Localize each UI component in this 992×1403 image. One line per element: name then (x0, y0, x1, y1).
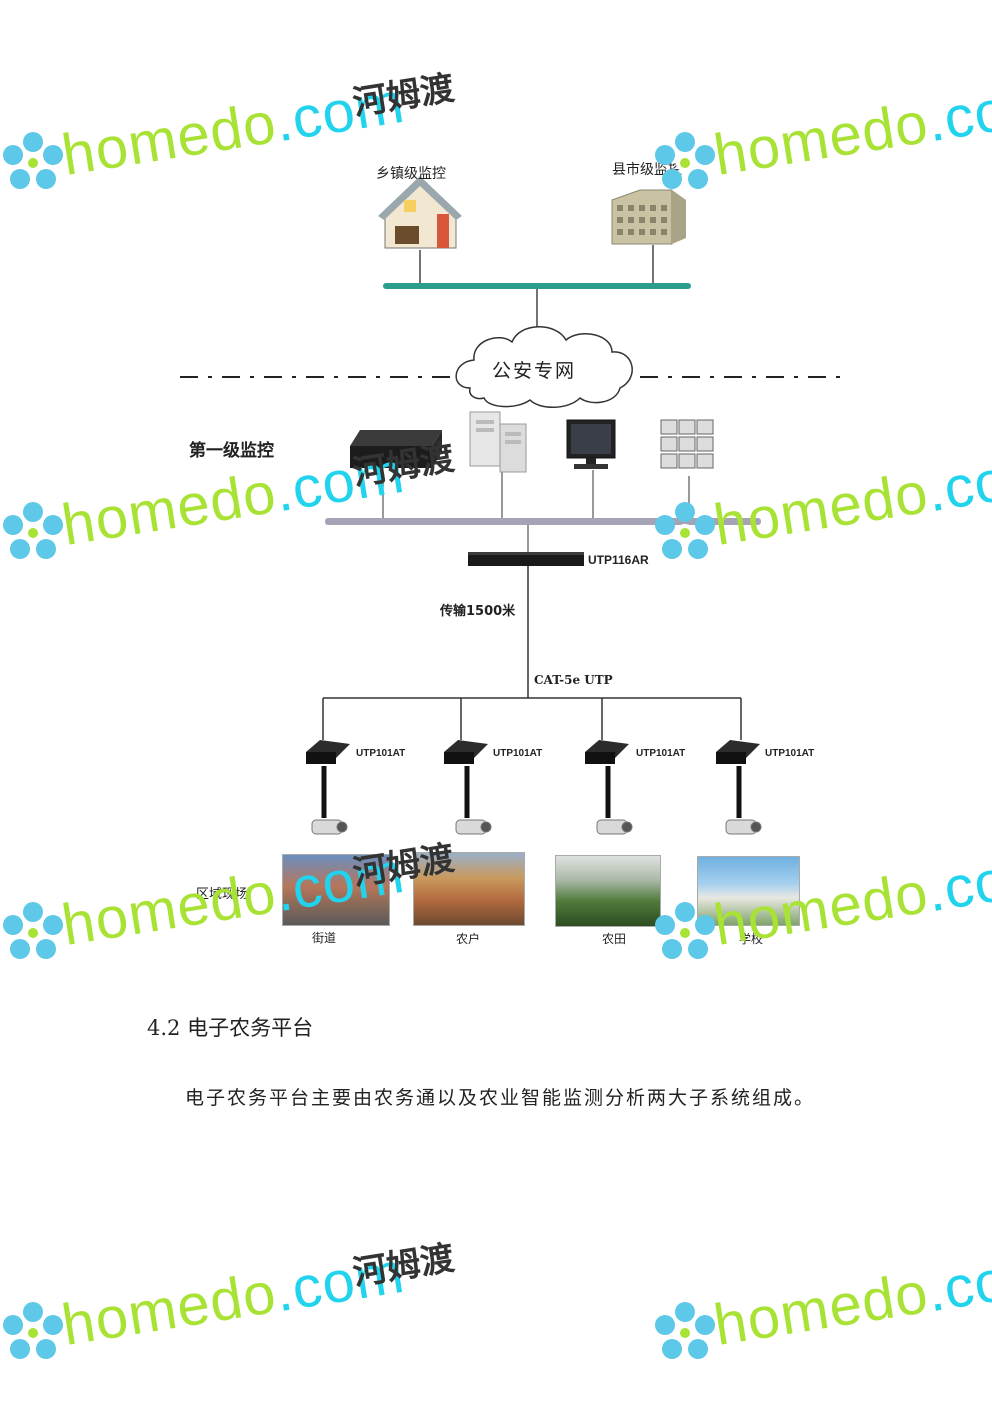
first-level-label: 第一级监控 (189, 441, 274, 461)
diagram-canvas (180, 176, 848, 835)
section-paragraph: 电子农务平台主要由农务通以及农业智能监测分析两大子系统组成。 (185, 1087, 816, 1109)
receiver-label-2: UTP101AT (493, 748, 543, 759)
county-monitoring-label: 县市级监控 (612, 162, 682, 178)
lan-backbone (325, 518, 761, 525)
school-photo (697, 856, 800, 926)
farmland-photo (555, 855, 661, 927)
section-heading: 4.2 电子农务平台 (147, 1016, 314, 1040)
farmhouse-photo (413, 852, 525, 926)
receiver-label-1: UTP101AT (356, 748, 406, 759)
video-matrix-icon (660, 419, 714, 469)
area-label: 区域现场 (196, 887, 249, 902)
cable-label: CAT-5e UTP (534, 673, 613, 687)
flower-logo-icon (655, 1302, 715, 1359)
site-label-farmland: 农田 (602, 932, 627, 946)
camera-icon (311, 819, 762, 835)
watermark: homedo.com 河姆渡 (0, 1238, 457, 1370)
site-label-school: 学校 (739, 932, 764, 946)
switch-utp116ar-icon (468, 552, 584, 566)
site-label-farmhouse: 农户 (456, 932, 481, 946)
watermark-cn: 河姆渡 (350, 1238, 458, 1294)
watermark: homedo.com (652, 1240, 992, 1370)
street-photo (282, 854, 390, 926)
cloud-icon (455, 326, 633, 408)
city-building-icon (611, 189, 686, 245)
watermark-brand: homedo (57, 1260, 281, 1359)
receiver-label-3: UTP101AT (636, 748, 686, 759)
watermark-brand: homedo (709, 1260, 933, 1359)
watermark-suffix: .com (922, 1239, 992, 1325)
top-backbone (383, 283, 691, 289)
flower-logo-icon (3, 1302, 63, 1359)
town-building-icon (378, 176, 462, 249)
town-monitoring-label: 乡镇级监控 (376, 166, 446, 182)
receiver-label-4: UTP101AT (765, 748, 815, 759)
switch-label: UTP116AR (588, 553, 649, 567)
cloud-label: 公安专网 (492, 360, 577, 382)
server-icon (469, 411, 527, 473)
receiver-icon (306, 740, 760, 764)
transmission-label: 传输1500米 (440, 604, 516, 619)
watermark-suffix: .com (270, 1239, 409, 1325)
monitor-icon (566, 419, 616, 469)
site-label-street: 街道 (312, 931, 337, 945)
dvr-icon (350, 430, 442, 468)
